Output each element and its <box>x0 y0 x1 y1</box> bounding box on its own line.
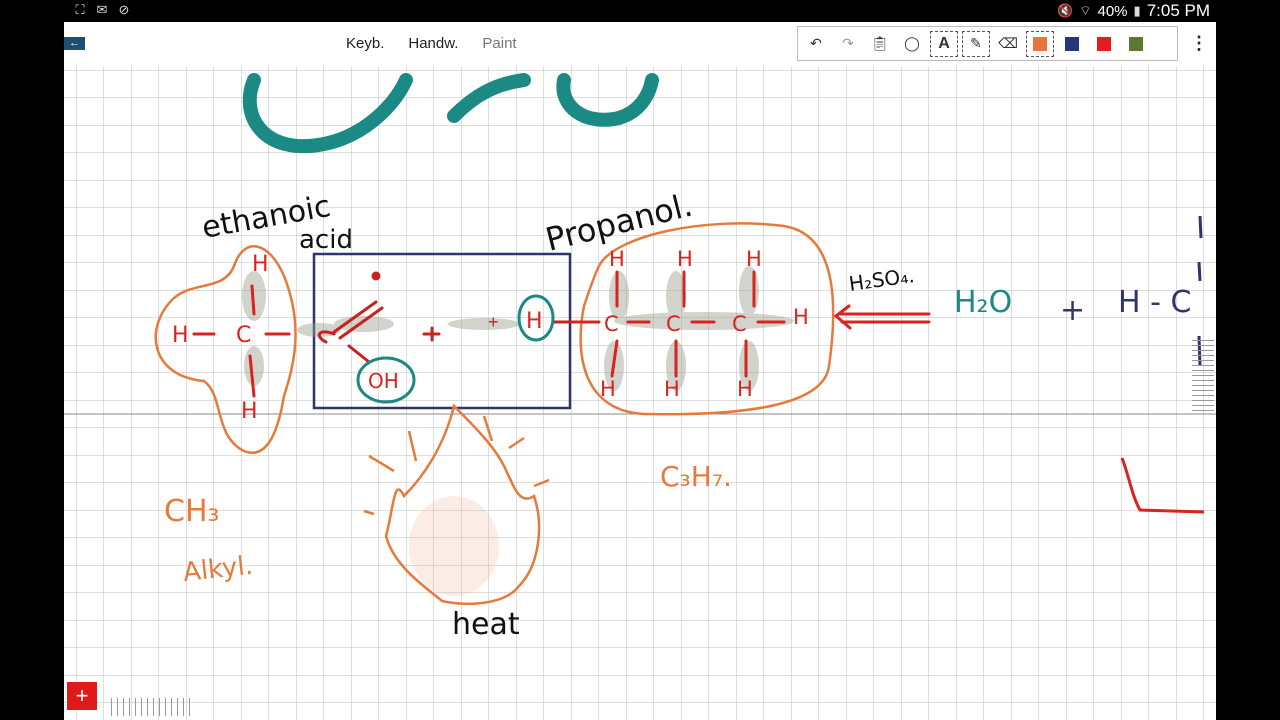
svg-text:H: H <box>609 247 625 271</box>
grid-background <box>64 66 1216 720</box>
teal-rings-sketch <box>242 73 659 154</box>
right-scroll-ticks[interactable] <box>1192 340 1214 414</box>
battery-percent: 40% <box>1097 2 1128 20</box>
hydrogen-circle <box>517 294 555 342</box>
battery-icon: ▮ <box>1133 3 1141 18</box>
hydroxyl-label: OH <box>368 369 399 393</box>
clipboard-icon[interactable]: 📋︎ <box>871 35 889 51</box>
input-mode-tabs: Keyb. Handw. Paint <box>346 35 517 52</box>
svg-text:H: H <box>793 305 809 329</box>
svg-text:C: C <box>604 312 619 336</box>
back-arrow-icon[interactable]: ← <box>64 37 85 50</box>
svg-text:H: H <box>746 247 762 271</box>
pen-tool-icon[interactable]: ✎ <box>962 30 990 57</box>
reversible-arrow <box>833 304 931 330</box>
tab-handwriting[interactable]: Handw. <box>408 35 459 52</box>
clock: 7:05 PM <box>1146 1 1210 20</box>
fullscreen-icon: ⛶ <box>75 2 85 17</box>
hydrogen-label: H <box>526 309 543 334</box>
compass-icon: ⊘ <box>118 2 130 17</box>
svg-text:H: H <box>600 377 616 401</box>
svg-text:H: H <box>677 247 693 271</box>
mail-icon: ✉ <box>96 2 108 17</box>
label-c3h7: C₃H₇. <box>660 460 732 493</box>
note-app: ← Keyb. Handw. Paint ↶ ↷ 📋︎ ◯ A ✎ ⌫ ⋮ <box>64 22 1216 720</box>
svg-text:H: H <box>252 252 269 277</box>
svg-text:C: C <box>666 312 681 336</box>
tab-keyboard[interactable]: Keyb. <box>346 35 385 52</box>
svg-text:H: H <box>172 323 189 348</box>
methyl-structure: H H C H <box>172 252 291 424</box>
red-bracket <box>1120 457 1205 514</box>
tab-paint[interactable]: Paint <box>482 35 517 52</box>
carboxyl-structure <box>317 271 586 364</box>
tool-palette: ↶ ↷ 📋︎ ◯ A ✎ ⌫ <box>797 26 1178 61</box>
label-ch3: CH₃ <box>164 494 220 529</box>
text-tool-icon[interactable]: A <box>930 30 958 57</box>
redo-icon[interactable]: ↷ <box>842 35 854 51</box>
label-h2o: H₂O <box>954 285 1012 320</box>
add-page-button[interactable]: + <box>67 682 97 710</box>
toolbar: ← Keyb. Handw. Paint ↶ ↷ 📋︎ ◯ A ✎ ⌫ ⋮ <box>64 22 1216 66</box>
propanol-structure: H H H C C C H H H H <box>570 247 809 401</box>
note-canvas[interactable]: H H C H OH H + H H H C C C H H H H <box>64 66 1216 720</box>
status-right: 🔇 ⌔ 40% ▮ 7:05 PM <box>1057 1 1210 21</box>
label-alkyl: Alkyl. <box>182 551 255 588</box>
lasso-icon[interactable]: ◯ <box>904 35 920 51</box>
overflow-menu-icon[interactable]: ⋮ <box>1190 33 1208 53</box>
label-heat: heat <box>452 607 520 642</box>
svg-text:H: H <box>737 377 753 401</box>
heat-flame-sketch <box>363 403 550 605</box>
wifi-icon: ⌔ <box>1079 3 1092 18</box>
color-navy-swatch[interactable] <box>1058 31 1086 57</box>
label-hc: H - C <box>1118 285 1191 320</box>
ester-box <box>312 252 572 410</box>
svg-text:C: C <box>236 323 251 348</box>
svg-text:H: H <box>241 399 258 424</box>
svg-text:C: C <box>732 312 747 336</box>
color-red-swatch[interactable] <box>1090 31 1118 57</box>
status-left-icons: ⛶ ✉ ⊘ <box>72 2 132 18</box>
color-green-swatch[interactable] <box>1122 31 1150 57</box>
plus-sign-mid: + <box>488 312 499 332</box>
svg-text:H: H <box>664 377 680 401</box>
label-acid: acid <box>299 225 353 255</box>
undo-icon[interactable]: ↶ <box>810 35 822 51</box>
label-plus-right: + <box>1060 293 1085 328</box>
color-orange-swatch[interactable] <box>1026 30 1054 57</box>
page-scroll-ticks[interactable] <box>111 698 191 716</box>
methyl-group-outline <box>154 245 297 454</box>
mute-icon: 🔇 <box>1057 3 1074 18</box>
status-bar: ⛶ ✉ ⊘ 🔇 ⌔ 40% ▮ 7:05 PM <box>0 0 1280 22</box>
hydroxyl-circle <box>356 356 416 404</box>
eraser-icon[interactable]: ⌫ <box>998 35 1018 51</box>
